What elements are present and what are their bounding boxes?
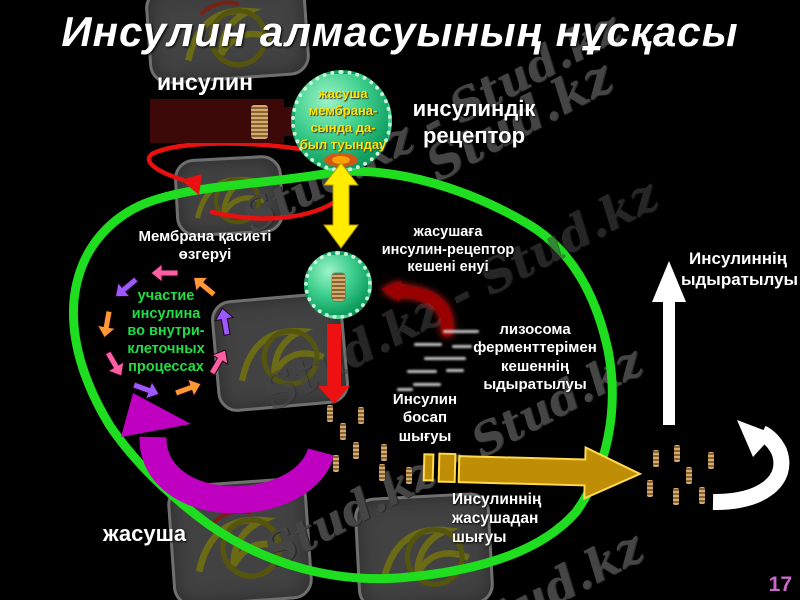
insulin-export-label: Инсулиннің жасушадан шығуы (452, 491, 542, 546)
insulin-molecule-icon (333, 455, 339, 472)
membrane-signal-label: жасуша мембрана- сында да- был туындау (299, 86, 387, 152)
receptor-label: инсулиндік рецептор (412, 96, 536, 148)
enzyme-streak (407, 370, 437, 373)
studkz-logo-watermark (143, 0, 312, 86)
enzyme-streak (414, 343, 442, 346)
insulin-molecule-icon (379, 464, 385, 481)
intracellular-processes-label: участие инсулина во внутри- клеточных пр… (127, 288, 205, 375)
insulin-breakdown-label: Инсулиннің ыдыратылуы (681, 249, 799, 289)
studkz-logo-watermark (353, 491, 495, 600)
insulin-molecule-icon (340, 423, 346, 440)
insulin-molecule-icon (381, 444, 387, 461)
complex-entry-label: жасушаға инсулин-рецептор кешені енуі (381, 224, 515, 276)
enzyme-streak (397, 388, 413, 391)
enzyme-streak (424, 357, 466, 360)
insulin-molecule-icon (353, 442, 359, 459)
insulin-release-label: Инсулин босап шығуы (392, 391, 458, 445)
page-number: 17 (768, 573, 792, 596)
insulin-molecule-icon (673, 488, 679, 505)
enzyme-streak (443, 330, 479, 333)
insulin-receptor-complex-sphere (304, 251, 372, 319)
insulin-molecule-icon (406, 467, 412, 484)
cell-membrane-outline (68, 166, 617, 584)
insulin-molecule-icon (686, 467, 692, 484)
enzyme-streak (446, 369, 464, 372)
insulin-molecule-icon (708, 452, 714, 469)
cell-label: жасуша (103, 521, 187, 546)
membrane-change-label: Мембрана қасиеті өзгеруі (138, 228, 272, 264)
lysosome-degradation-label: лизосома ферменттерімен кешеннің ыдыраты… (473, 321, 597, 393)
insulin-molecule-icon (653, 450, 659, 467)
insulin-molecule-icon (647, 480, 653, 497)
enzyme-streak (452, 345, 472, 348)
insulin-molecule-icon (699, 487, 705, 504)
insulin-label: инсулин (157, 69, 253, 95)
insulin-molecule-icon (251, 105, 268, 139)
insulin-molecule-icon (327, 405, 333, 422)
membrane-signal-bubble: жасуша мембрана- сында да- был туындау (291, 70, 392, 172)
studkz-logo-watermark (209, 290, 351, 414)
enzyme-streak (413, 383, 441, 386)
insulin-molecule-icon (674, 445, 680, 462)
insulin-molecule-icon (332, 273, 345, 301)
insulin-molecule-icon (358, 407, 364, 424)
slide-title: Инсулин алмасуының нұсқасы (61, 8, 739, 55)
